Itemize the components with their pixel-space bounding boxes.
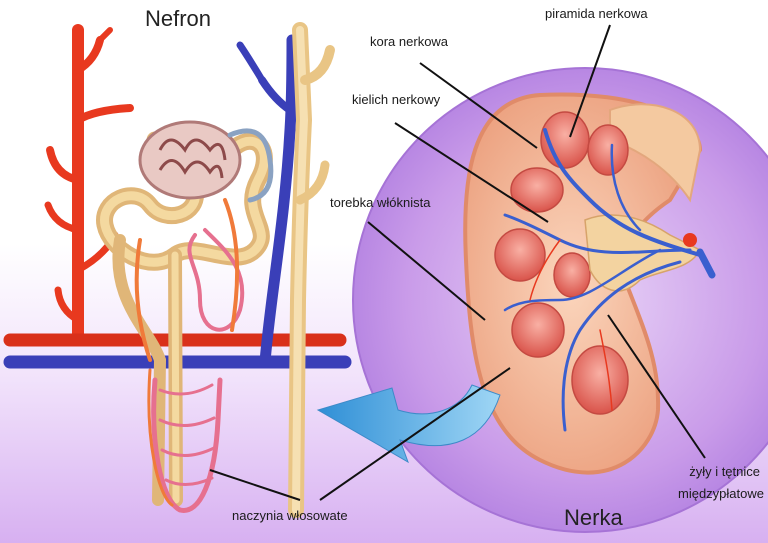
leader-vessels [607, 314, 706, 459]
leader-lines [209, 24, 706, 501]
nephron-title: Nefron [145, 6, 212, 31]
leader-capsule [367, 221, 486, 321]
label-capillaries: naczynia włosowate [232, 508, 348, 523]
convoluted-tubule [96, 131, 273, 507]
leader-capillaries-right [319, 367, 511, 501]
leader-cortex [419, 62, 538, 149]
label-cortex: kora nerkowa [370, 34, 449, 49]
kidney-illustration [463, 92, 716, 475]
label-vessels-line2: międzypłatowe [678, 486, 764, 501]
curved-arrow [316, 384, 501, 464]
label-calyx: kielich nerkowy [352, 92, 441, 107]
nephron-illustration [3, 22, 352, 518]
kidney-title: Nerka [564, 505, 623, 530]
leader-capillaries-left [209, 469, 301, 501]
label-capsule: torebka włóknista [330, 195, 431, 210]
label-vessels-line1: żyły i tętnice [689, 464, 760, 479]
glomerulus [138, 120, 242, 200]
collecting-duct [288, 22, 335, 518]
renal-pyramids [494, 111, 629, 415]
loop-of-henle [134, 128, 274, 513]
label-pyramid: piramida nerkowa [545, 6, 648, 21]
leader-calyx [394, 122, 549, 223]
leader-pyramid [569, 24, 611, 138]
interlobar-vessels [503, 128, 716, 432]
